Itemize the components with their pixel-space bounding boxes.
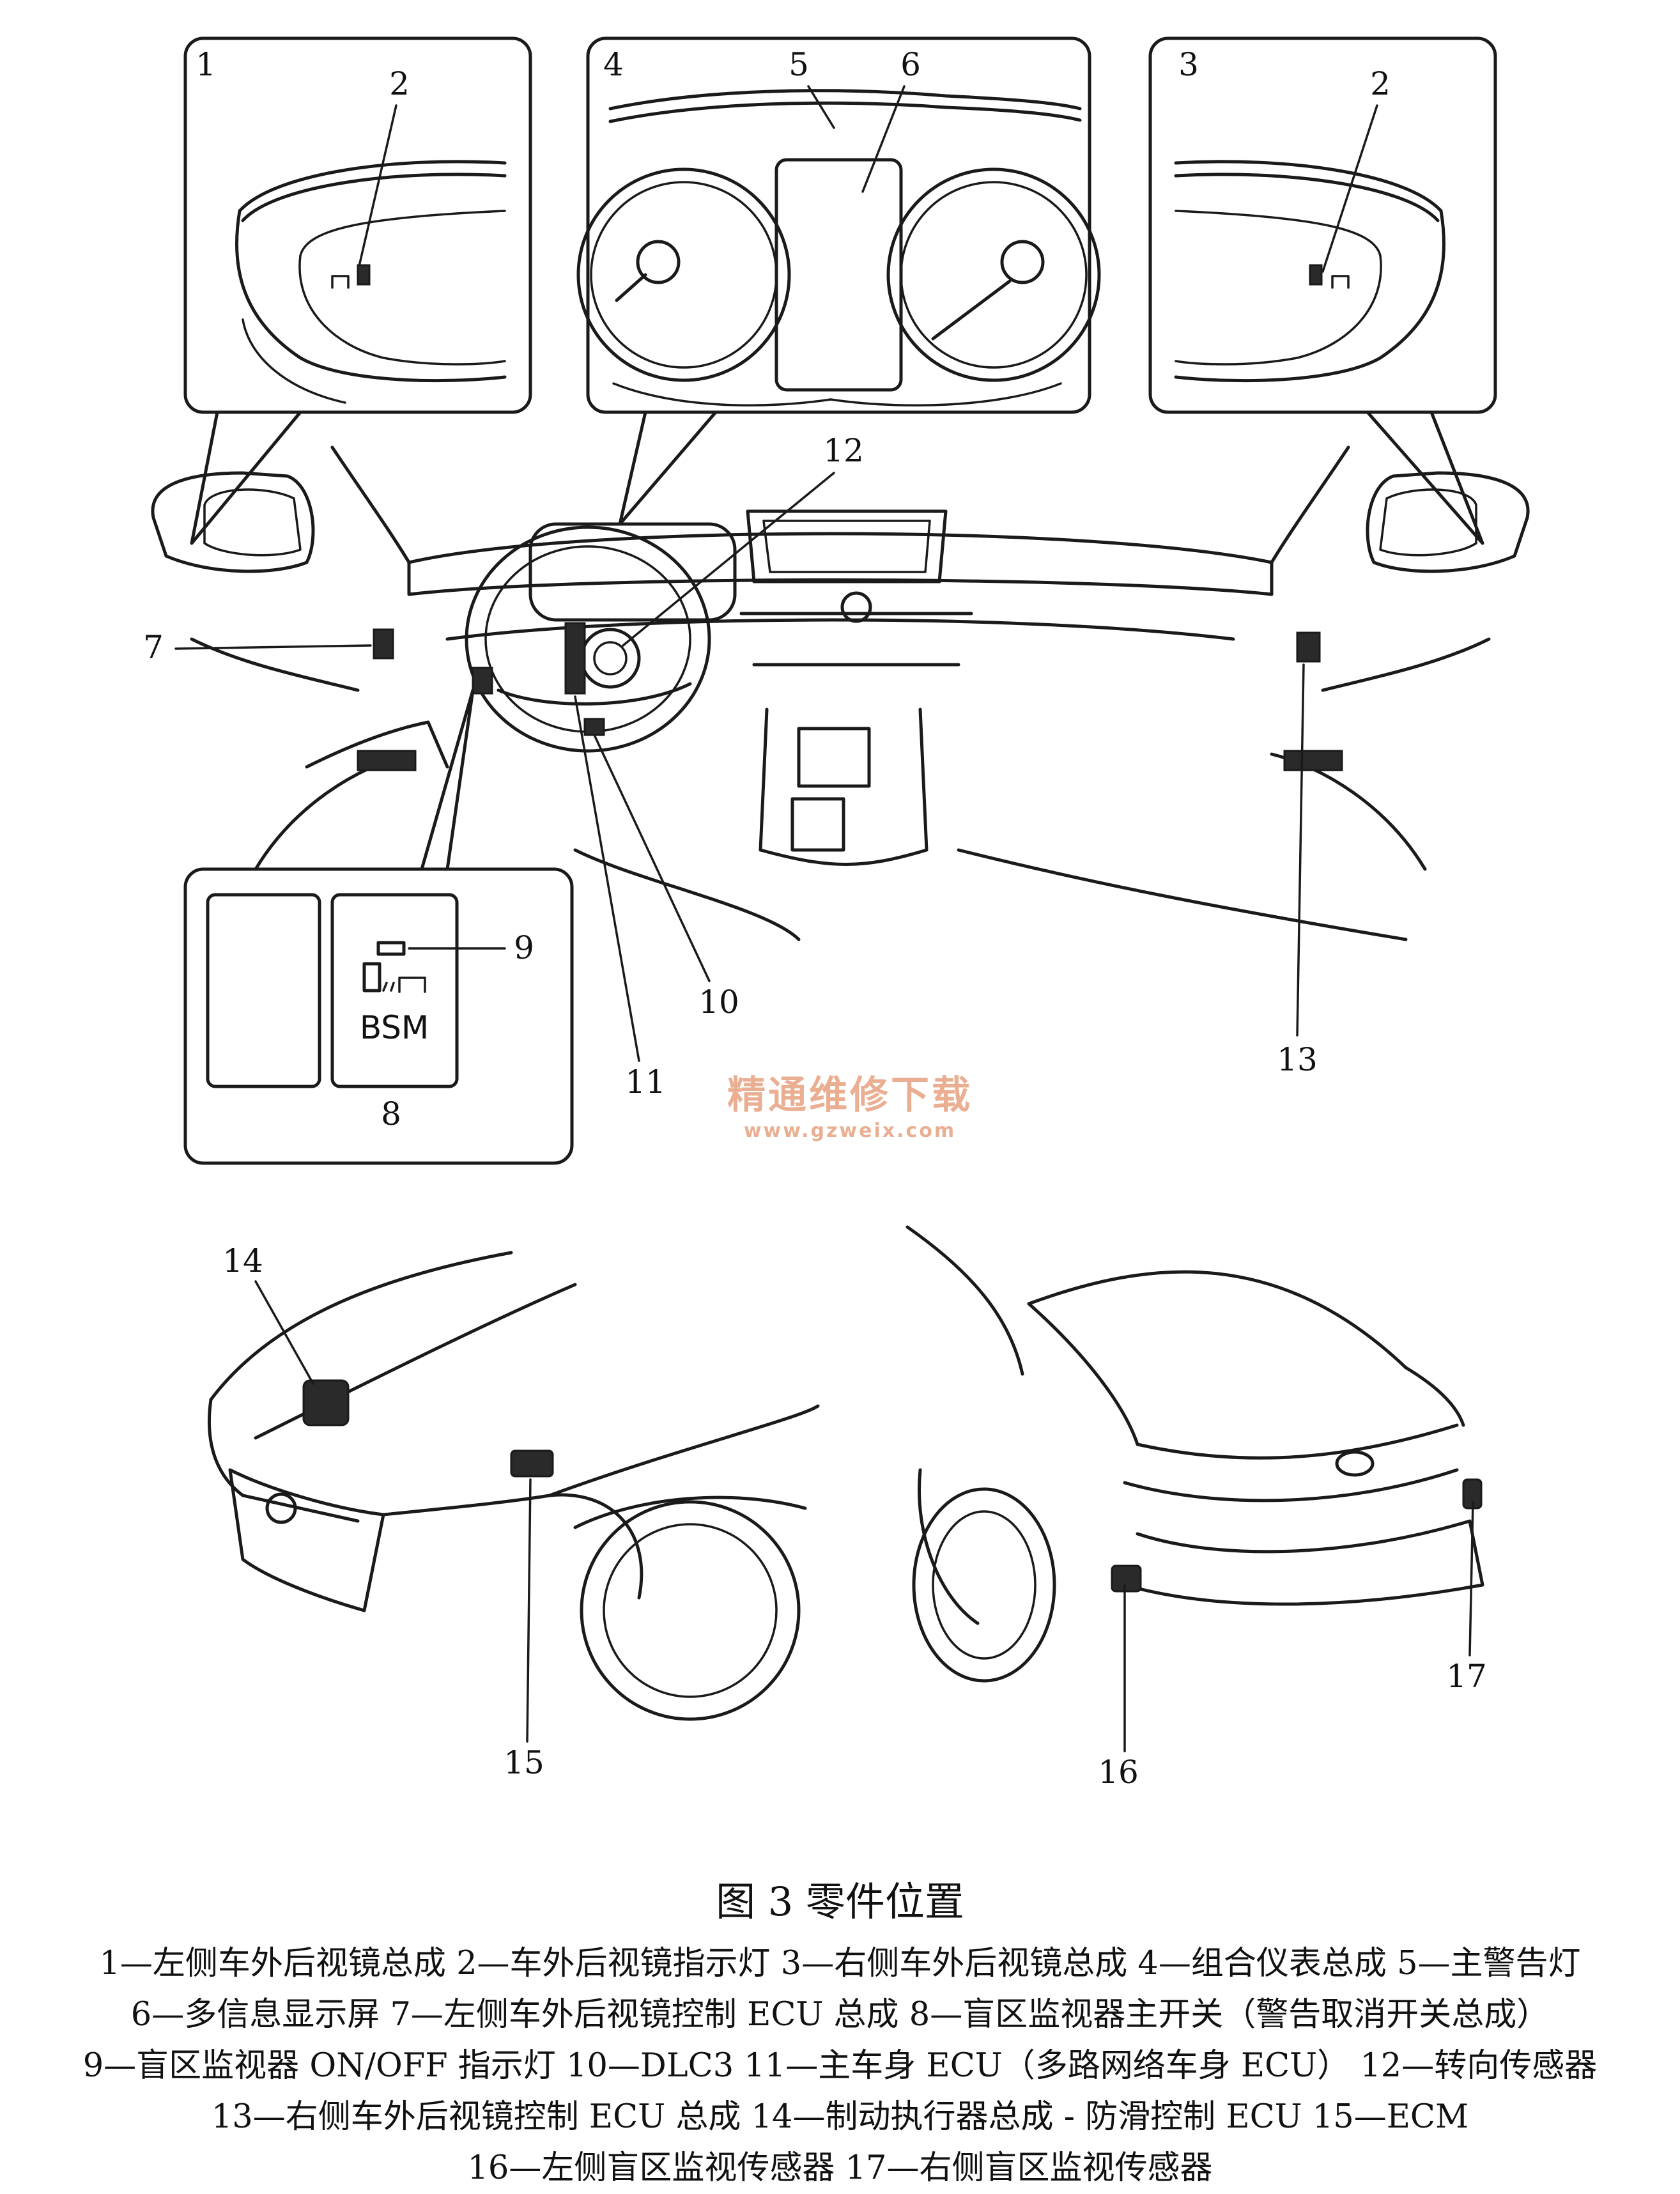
legend-line-5: 16—左侧盲区监视传感器 17—右侧盲区监视传感器 — [467, 2149, 1213, 2187]
rear-car-drawing — [906, 1225, 1484, 1683]
callout-3: 3 — [1178, 46, 1199, 83]
front-car-drawing — [208, 1251, 820, 1721]
callout-1: 1 — [196, 46, 216, 83]
mirror-indicator-icon — [331, 264, 371, 289]
callout-8: 8 — [381, 1095, 401, 1132]
figure-title: 图 3 零件位置 — [716, 1878, 964, 1925]
callout-13: 13 — [1277, 1041, 1318, 1078]
panel-combination-meter — [576, 36, 1101, 526]
watermark-url: www.gzweix.com — [743, 1120, 957, 1142]
callout-9: 9 — [514, 929, 534, 966]
watermark: 精通维修下载 www.gzweix.com — [722, 1064, 978, 1142]
watermark-title: 精通维修下载 — [727, 1073, 973, 1118]
bsm-switch-label: BSM — [360, 1009, 429, 1046]
callout-16: 16 — [1098, 1754, 1139, 1791]
legend-line-3: 9—盲区监视器 ON/OFF 指示灯 10—DLC3 11—主车身 ECU（多路… — [82, 2047, 1598, 2085]
callout-15: 15 — [504, 1744, 544, 1781]
callout-11: 11 — [625, 1063, 666, 1101]
callout-6: 6 — [900, 46, 921, 83]
callout-14: 14 — [222, 1242, 263, 1279]
callout-7: 7 — [143, 629, 164, 666]
callout-2: 2 — [389, 65, 410, 102]
panel-left-mirror — [183, 36, 532, 545]
mirror-indicator-icon-right — [1309, 264, 1350, 289]
parts-location-diagram: 1 2 4 5 6 3 2 — [143, 36, 1530, 1791]
legend-line-1: 1—左侧车外后视镜总成 2—车外后视镜指示灯 3—右侧车外后视镜总成 4—组合仪… — [99, 1945, 1581, 1982]
legend-line-2: 6—多信息显示屏 7—左侧车外后视镜控制 ECU 总成 8—盲区监视器主开关（警… — [130, 1996, 1550, 2034]
callout-2b: 2 — [1370, 65, 1391, 102]
panel-bsm-switch — [183, 688, 574, 1165]
legend-line-4: 13—右侧车外后视镜控制 ECU 总成 14—制动执行器总成 - 防滑控制 EC… — [211, 2098, 1469, 2136]
panel-right-mirror — [1148, 36, 1497, 545]
callout-10: 10 — [698, 984, 739, 1021]
cockpit-drawing — [151, 445, 1530, 941]
callout-17: 17 — [1446, 1658, 1487, 1695]
callout-5: 5 — [789, 46, 809, 83]
callout-4: 4 — [603, 46, 624, 83]
callout-12: 12 — [823, 432, 864, 469]
